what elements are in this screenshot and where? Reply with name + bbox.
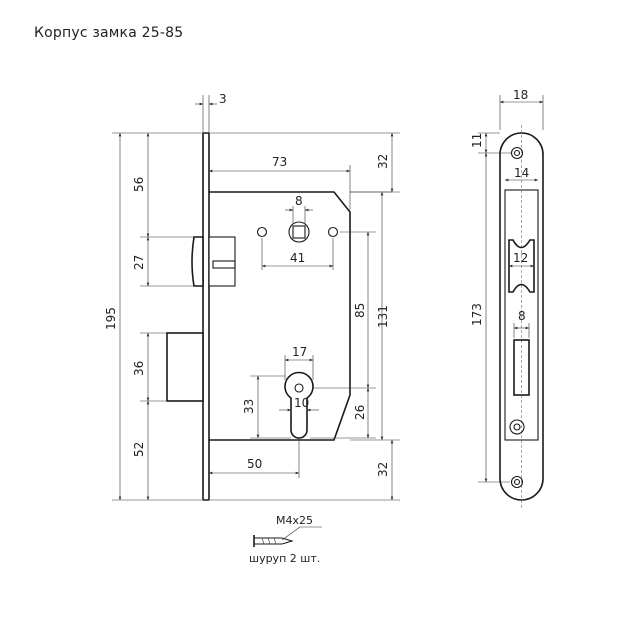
dim-131: 131	[376, 305, 390, 328]
dim-56: 56	[132, 177, 146, 192]
spindle-square	[292, 225, 306, 239]
front-view	[166, 132, 351, 501]
dim-27: 27	[132, 255, 146, 270]
dim-18: 18	[513, 88, 528, 102]
dim-10: 10	[294, 396, 309, 410]
dim-50: 50	[247, 457, 262, 471]
latch-opening	[508, 239, 535, 293]
lock-body	[209, 191, 351, 441]
dim-8-top: 8	[295, 194, 303, 208]
screw-size-label: M4x25	[276, 514, 313, 527]
dim-195: 195	[104, 307, 118, 330]
cylinder-hole	[284, 371, 314, 439]
front-view-dimensions: 3 73 8 41 32 32 85 131	[104, 92, 400, 501]
dim-32-bottom: 32	[376, 462, 390, 477]
dim-11: 11	[470, 133, 484, 148]
faceplate	[202, 132, 210, 501]
mount-hole-right	[327, 226, 339, 238]
dim-173: 173	[470, 303, 484, 326]
screw-icon	[253, 535, 294, 547]
dim-12: 12	[513, 251, 528, 265]
screw-caption: шуруп 2 шт.	[249, 552, 320, 565]
dim-8-side: 8	[518, 309, 526, 323]
side-view	[499, 125, 544, 508]
mount-hole-left	[256, 226, 268, 238]
dim-73: 73	[272, 155, 287, 169]
dead-bolt	[166, 332, 204, 402]
screw-callout: M4x25 шуруп 2 шт.	[249, 514, 322, 565]
faceplate-screw-hole-top	[510, 146, 524, 160]
deadbolt-opening	[513, 339, 530, 396]
dim-52: 52	[132, 442, 146, 457]
dim-36: 36	[132, 361, 146, 376]
faceplate-inner-screw	[509, 419, 525, 435]
dim-26: 26	[353, 405, 367, 420]
dim-85: 85	[353, 303, 367, 318]
dim-32-top: 32	[376, 154, 390, 169]
latch-bolt	[191, 236, 236, 287]
dim-14: 14	[514, 166, 529, 180]
dim-3: 3	[219, 92, 227, 106]
drawing-title: Корпус замка 25-85	[34, 25, 184, 41]
dim-33: 33	[242, 399, 256, 414]
dim-17: 17	[292, 345, 307, 359]
side-view-dimensions: 18 11 14 12 8 173	[470, 88, 544, 483]
faceplate-screw-hole-bottom	[510, 475, 524, 489]
dim-41: 41	[290, 251, 305, 265]
